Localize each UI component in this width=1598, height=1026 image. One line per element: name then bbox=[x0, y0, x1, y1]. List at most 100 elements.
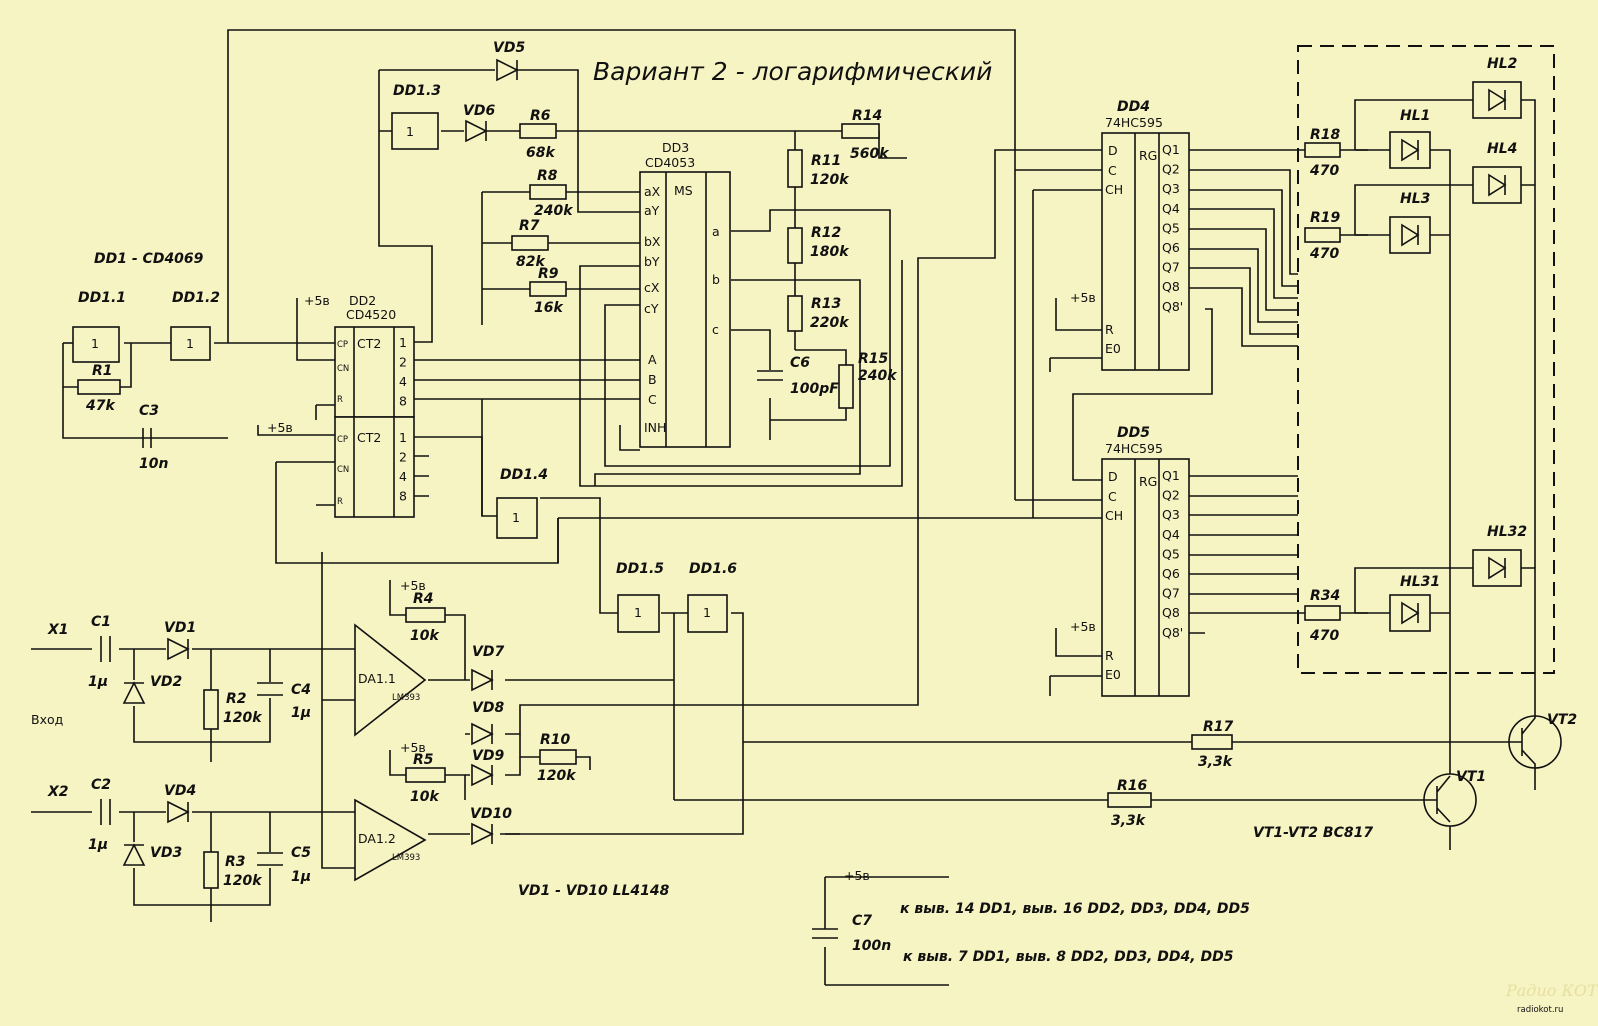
label-led-5: HL32 bbox=[1487, 524, 1527, 540]
dd5-out-1: Q2 bbox=[1162, 488, 1180, 503]
label-r16-value: 3,3k bbox=[1111, 813, 1147, 829]
dd3-label: DD3 bbox=[662, 140, 689, 155]
dd2-out-bot-1: 2 bbox=[399, 450, 407, 465]
dd4-out-4: Q5 bbox=[1162, 220, 1180, 235]
label-r5-value: 10k bbox=[410, 789, 440, 805]
label-input: Вход bbox=[31, 712, 63, 727]
label-r34-value: 470 bbox=[1309, 628, 1339, 644]
label-r15-name: R15 bbox=[858, 351, 889, 367]
label-r14-value: 560k bbox=[850, 146, 890, 162]
dd4-in-3: R bbox=[1105, 322, 1114, 337]
dd3-in-4: cX bbox=[644, 280, 660, 295]
dd2-pin-top-1: CN bbox=[337, 364, 349, 374]
dd4-out-3: Q4 bbox=[1162, 201, 1180, 216]
leds bbox=[1389, 81, 1522, 632]
label-vd3: VD3 bbox=[150, 845, 182, 861]
dd5-out-5: Q6 bbox=[1162, 566, 1180, 581]
label-x2: X2 bbox=[47, 784, 69, 800]
dd3-in-5: cY bbox=[644, 301, 659, 316]
label-r13-value: 220k bbox=[810, 315, 850, 331]
label-r14-name: R14 bbox=[852, 108, 882, 124]
dd5-out-0: Q1 bbox=[1162, 468, 1180, 483]
dd4-out-5: Q6 bbox=[1162, 240, 1180, 255]
label-c1-name: C1 bbox=[91, 614, 111, 630]
dd4-out-0: Q1 bbox=[1162, 142, 1180, 157]
dd2-out-bot-0: 1 bbox=[399, 430, 407, 445]
label-c7-value: 100n bbox=[852, 938, 891, 954]
label-r12-value: 180k bbox=[810, 244, 850, 260]
label-r2-name: R2 bbox=[226, 691, 247, 707]
led-panel-frame bbox=[1297, 45, 1555, 674]
transistors bbox=[1400, 715, 1562, 827]
label-r19-value: 470 bbox=[1309, 246, 1339, 262]
label-r18-name: R18 bbox=[1310, 127, 1341, 143]
dd5-in-1: C bbox=[1108, 489, 1117, 504]
label-led-2: HL3 bbox=[1400, 191, 1430, 207]
dd4-in-0: D bbox=[1108, 143, 1118, 158]
label-r10-value: 120k bbox=[537, 768, 577, 784]
dd5-out-2: Q3 bbox=[1162, 507, 1180, 522]
label-chips-dd1-gates-5: DD1.6 bbox=[689, 561, 737, 577]
label-supply-0: +5в bbox=[304, 293, 330, 308]
label-supply-3: +5в bbox=[400, 740, 426, 755]
da12-label: DA1.2 bbox=[358, 831, 396, 846]
passive-components bbox=[77, 123, 1341, 939]
dd2-out-top-0: 1 bbox=[399, 335, 407, 350]
dd2-out-top-1: 2 bbox=[399, 355, 407, 370]
label-vd2: VD2 bbox=[150, 674, 182, 690]
dd2-out-bot-2: 4 bbox=[399, 469, 407, 484]
label-r13-name: R13 bbox=[811, 296, 841, 312]
label-r17-value: 3,3k bbox=[1198, 754, 1234, 770]
label-supply-2: +5в bbox=[400, 578, 426, 593]
dd2-pin-bot-0: CP bbox=[337, 435, 348, 445]
label-vt1: VT1 bbox=[1456, 769, 1486, 785]
dd5-out-8: Q8' bbox=[1162, 625, 1183, 640]
label-r9-value: 16k bbox=[534, 300, 564, 316]
dd4-label: DD4 bbox=[1117, 99, 1150, 115]
label-c3-value: 10n bbox=[139, 456, 168, 472]
dd2-label: DD2 bbox=[349, 293, 376, 308]
ic-bodies bbox=[72, 112, 1190, 882]
label-r15-value: 240k bbox=[858, 368, 898, 384]
label-r34-name: R34 bbox=[1310, 588, 1340, 604]
note-gnd: к выв. 7 DD1, выв. 8 DD2, DD3, DD4, DD5 bbox=[903, 949, 1234, 965]
label-led-3: HL4 bbox=[1487, 141, 1517, 157]
dd5-out-7: Q8 bbox=[1162, 605, 1180, 620]
dd5-in-4: E0 bbox=[1105, 667, 1121, 682]
dd4-in-4: E0 bbox=[1105, 341, 1121, 356]
label-vd6: VD6 bbox=[463, 103, 495, 119]
note-diodes: VD1 - VD10 LL4148 bbox=[518, 883, 670, 899]
dd5-out-3: Q4 bbox=[1162, 527, 1180, 542]
dd5-in-0: D bbox=[1108, 469, 1118, 484]
label-r16-name: R16 bbox=[1117, 778, 1148, 794]
dd5-part: 74HC595 bbox=[1105, 441, 1163, 456]
label-supply-4: +5в bbox=[1070, 290, 1096, 305]
label-c5-name: C5 bbox=[291, 845, 311, 861]
watermark-logo: Радио КОТ bbox=[1505, 981, 1598, 1000]
label-c6-value: 100pF bbox=[790, 381, 839, 397]
dd2-ct-bottom: CT2 bbox=[357, 430, 381, 445]
dd2-out-top-2: 4 bbox=[399, 374, 407, 389]
label-r9-name: R9 bbox=[538, 266, 559, 282]
label-r3-value: 120k bbox=[223, 873, 263, 889]
label-r11-name: R11 bbox=[811, 153, 841, 169]
dd4-out-7: Q8 bbox=[1162, 279, 1180, 294]
dd3-in-3: bY bbox=[644, 254, 660, 269]
gate-symbol-3: 1 bbox=[406, 124, 414, 139]
dd3-out-0: a bbox=[712, 224, 720, 239]
da11-label: DA1.1 bbox=[358, 671, 396, 686]
label-supply-5: +5в bbox=[1070, 619, 1096, 634]
label-r1-value: 47k bbox=[85, 398, 116, 414]
label-c6-name: C6 bbox=[790, 355, 810, 371]
label-c4-value: 1μ bbox=[291, 705, 311, 721]
label-r4-name: R4 bbox=[413, 591, 434, 607]
note-transistors: VT1-VT2 BC817 bbox=[1253, 825, 1373, 841]
dd3-out-1: b bbox=[712, 272, 720, 287]
label-x1: X1 bbox=[47, 622, 69, 638]
label-r3-name: R3 bbox=[225, 854, 246, 870]
gate-symbol-4: 1 bbox=[512, 510, 520, 525]
label-vd7: VD7 bbox=[472, 644, 504, 660]
